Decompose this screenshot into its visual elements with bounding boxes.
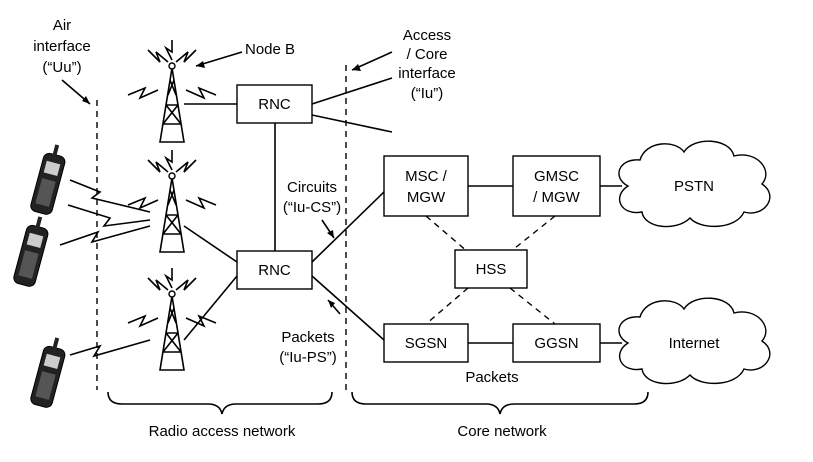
hss-label: HSS [476,261,507,278]
radio-link-3 [59,225,151,246]
core-network-label: Core network [457,423,547,440]
msc-mgw-box [383,155,469,217]
circuits-label-2: (“Iu-CS”) [283,199,341,216]
msc-mgw-label-2: MGW [407,189,446,206]
sgsn-label: SGSN [405,335,448,352]
radio-link-1 [69,179,151,213]
link-rnc-top-core-a [311,77,393,105]
msc-hss-dashed-link [425,215,469,253]
link-rnc-msc [311,191,385,263]
pstn-cloud [618,140,771,228]
link-nodeb-middle-rnc [183,225,238,263]
access-core-arrowhead [352,64,361,71]
core-network-brace [351,391,649,415]
gmsc-mgw-label-1: GMSC [534,168,579,185]
gmsc-hss-dashed-link [509,215,556,253]
air-interface-label-1: Air [53,17,71,34]
link-rnc-top-core-b [311,114,393,133]
gmsc-mgw-box [512,155,601,217]
ggsn-box [512,323,601,363]
gmsc-mgw-label-2: / MGW [533,189,580,206]
sgsn-box [383,323,469,363]
node-b-tower-bottom [127,268,217,371]
circuits-arrowhead [327,230,334,238]
hss-ggsn-dashed-link [509,287,556,325]
access-core-label-2: / Core [407,46,448,63]
node-b-tower-middle [127,150,217,253]
node-b-tower-top [127,40,217,143]
hss-box [454,249,528,289]
circuits-label-1: Circuits [287,179,337,196]
air-interface-label-3: (“Uu”) [42,59,81,76]
access-core-label-1: Access [403,27,451,44]
rnc-bottom-box [236,250,313,290]
air-interface-arrowhead [82,96,90,104]
link-nodeb-bottom-rnc [183,275,238,341]
ggsn-label: GGSN [534,335,578,352]
node-b-arrowhead [196,61,205,68]
node-b-label: Node B [245,41,295,58]
radio-link-2 [67,204,151,228]
packets-iu-arrowhead [328,300,335,308]
link-rnc-sgsn [311,275,385,341]
pstn-label: PSTN [674,178,714,195]
radio-access-network-label: Radio access network [149,423,296,440]
rnc-bottom-label: RNC [258,262,291,279]
radio-link-4 [69,339,151,358]
radio-access-network-brace [107,391,333,415]
rnc-top-box [236,84,313,124]
packets-iu-label-2: (“Iu-PS”) [279,349,337,366]
internet-cloud [618,297,771,385]
air-interface-label-2: interface [33,38,91,55]
mobile-phone-1 [30,144,66,215]
mobile-phone-2 [13,216,49,287]
access-core-label-3: interface [398,65,456,82]
access-core-label-4: (“Iu”) [411,85,444,102]
packets-core-label: Packets [465,369,518,386]
internet-label: Internet [669,335,721,352]
hss-sgsn-dashed-link [425,287,469,325]
packets-iu-label-1: Packets [281,329,334,346]
mobile-phone-3 [30,337,66,408]
msc-mgw-label-1: MSC / [405,168,448,185]
rnc-top-label: RNC [258,96,291,113]
